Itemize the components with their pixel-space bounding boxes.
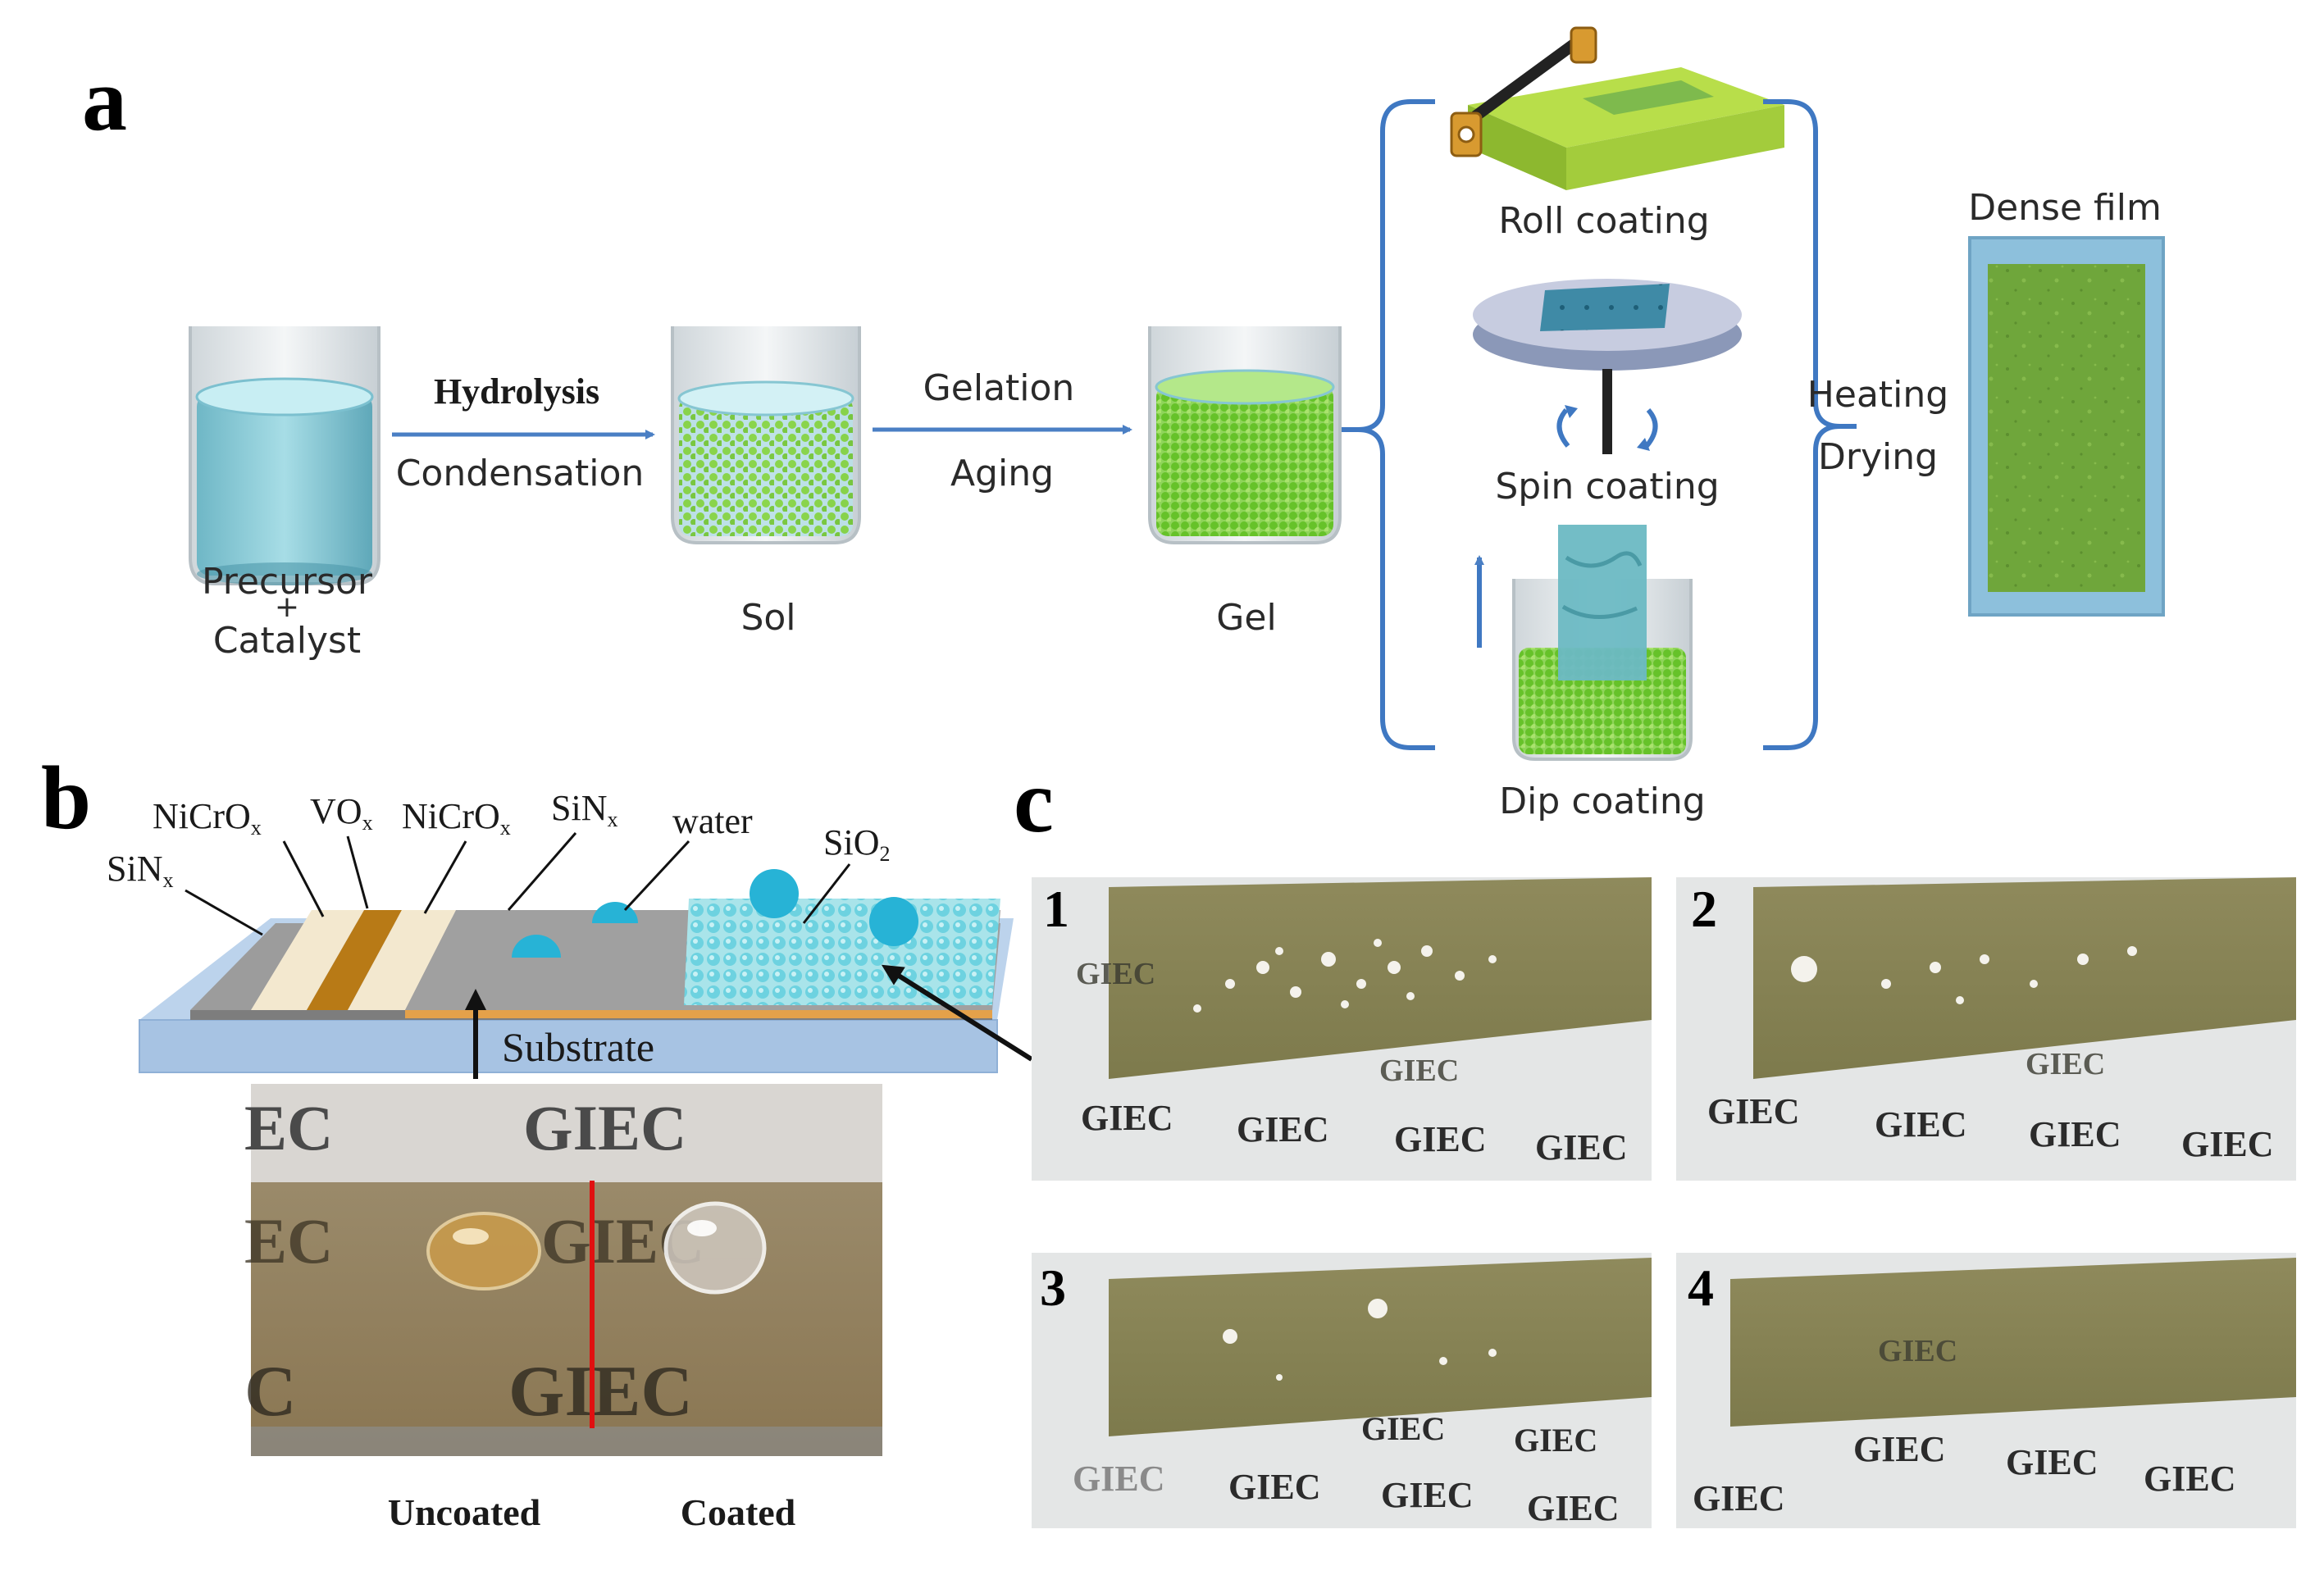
photo-number-1: 1 [1043, 880, 1069, 938]
photo-4-watermark-5: GIEC [1878, 1334, 1957, 1368]
photo-3-watermark-1: GIEC [1073, 1459, 1164, 1499]
leader-nicrox-2 [423, 840, 467, 914]
beaker-gel [1148, 326, 1342, 544]
label-heating: Heating [1807, 374, 1948, 416]
leader-water [623, 840, 690, 912]
label-vox: VOx [310, 791, 373, 835]
photo-1-watermark-6: GIEC [1379, 1054, 1459, 1088]
dip-coating-illustration [1474, 525, 1693, 761]
panel-label-b: b [41, 748, 91, 848]
photo-3-watermark-4: GIEC [1527, 1488, 1619, 1528]
photo-4-watermark-2: GIEC [1853, 1429, 1945, 1469]
photo-1-watermark-5: GIEC [1076, 957, 1155, 991]
photo-2-watermark-1: GIEC [1707, 1091, 1799, 1131]
photo-b-text-br: GIEC [508, 1352, 693, 1432]
label-gelation: Gelation [923, 367, 1075, 409]
beaker-precursor [189, 326, 380, 585]
label-condensation: Condensation [396, 453, 645, 494]
label-nicrox-2: NiCrOx [402, 796, 511, 840]
photo-2: GIEC GIEC GIEC GIEC GIEC [1676, 877, 2296, 1181]
caption-coated: Coated [681, 1491, 796, 1533]
photo-4-watermark-1: GIEC [1693, 1478, 1784, 1518]
label-sinx-top: SiNx [551, 788, 617, 831]
photo-2-watermark-4: GIEC [2181, 1124, 2273, 1164]
label-roll-coating: Roll coating [1498, 200, 1709, 242]
photo-2-watermark-3: GIEC [2029, 1114, 2121, 1154]
photo-b-text-tl: EC [244, 1092, 333, 1163]
leader-vox [346, 835, 369, 909]
spin-coating-illustration [1473, 279, 1742, 454]
photo-3-watermark-3: GIEC [1381, 1475, 1473, 1515]
photo-1-watermark-3: GIEC [1394, 1119, 1486, 1159]
label-sinx-left: SiNx [107, 849, 173, 892]
label-catalyst: Catalyst [213, 620, 361, 662]
photo-b-text-ml: EC [244, 1205, 333, 1277]
label-substrate: Substrate [502, 1024, 654, 1070]
label-gel: Gel [1216, 597, 1276, 639]
water-droplet-3 [750, 869, 799, 918]
label-plus: + [275, 590, 299, 624]
photo-number-2: 2 [1691, 880, 1717, 938]
label-sio2: SiO2 [823, 822, 890, 866]
label-water: water [672, 801, 753, 841]
label-spin-coating: Spin coating [1495, 466, 1719, 508]
bracket-right-top [1763, 99, 1857, 429]
water-droplet-1 [512, 935, 561, 958]
beaker-sol [671, 326, 861, 544]
label-nicrox-1: NiCrOx [153, 796, 262, 840]
photo-3-watermark-6: GIEC [1514, 1422, 1597, 1459]
photo-b-text-tr: GIEC [523, 1092, 686, 1163]
photo-2-watermark-2: GIEC [1875, 1104, 1966, 1145]
photo-b-text-bl: C [244, 1352, 297, 1432]
photo-3-watermark-5: GIEC [1361, 1410, 1445, 1447]
panel-label-a: a [82, 49, 127, 149]
dense-film-surface [1988, 264, 2145, 592]
bracket-left-top [1342, 99, 1435, 432]
label-aging: Aging [950, 453, 1054, 494]
photo-number-4: 4 [1688, 1259, 1714, 1317]
photo-3: GIEC GIEC GIEC GIEC GIEC GIEC [1032, 1253, 1652, 1528]
bracket-right-bottom [1763, 424, 1841, 750]
water-droplet-4 [869, 897, 918, 946]
label-dip-coating: Dip coating [1499, 781, 1705, 822]
panel-label-c: c [1014, 751, 1054, 851]
label-drying: Drying [1818, 436, 1938, 478]
photo-1-watermark-1: GIEC [1081, 1098, 1173, 1138]
label-sol: Sol [740, 597, 795, 639]
photo-1-watermark-2: GIEC [1237, 1109, 1328, 1149]
label-hydrolysis: Hydrolysis [434, 371, 599, 412]
photo-1: GIEC GIEC GIEC GIEC GIEC GIEC [1032, 877, 1652, 1181]
photo-number-3: 3 [1040, 1259, 1066, 1317]
caption-uncoated: Uncoated [388, 1491, 541, 1533]
label-precursor: Precursor [202, 561, 373, 603]
roll-coating-illustration [1450, 26, 1784, 190]
layer-stack [139, 899, 1014, 1073]
leader-nicrox-1 [282, 840, 325, 917]
leader-sio2 [802, 863, 851, 924]
photo-4-watermark-4: GIEC [2144, 1459, 2235, 1499]
arrow-coated-to-photo-c [881, 964, 1033, 1062]
photo-4-watermark-3: GIEC [2006, 1442, 2098, 1482]
leader-sinx-left [185, 889, 263, 936]
leader-sinx-top [507, 832, 577, 911]
droplet-photo: EC GIEC EC GIEC C GIEC [244, 1084, 882, 1456]
photo-2-watermark-5: GIEC [2026, 1047, 2105, 1081]
photo-4: GIEC GIEC GIEC GIEC GIEC [1676, 1253, 2296, 1528]
photo-1-watermark-4: GIEC [1535, 1127, 1627, 1168]
bracket-left-bottom [1357, 427, 1435, 750]
photo-3-watermark-2: GIEC [1228, 1467, 1320, 1507]
label-dense-film: Dense film [1968, 187, 2162, 229]
